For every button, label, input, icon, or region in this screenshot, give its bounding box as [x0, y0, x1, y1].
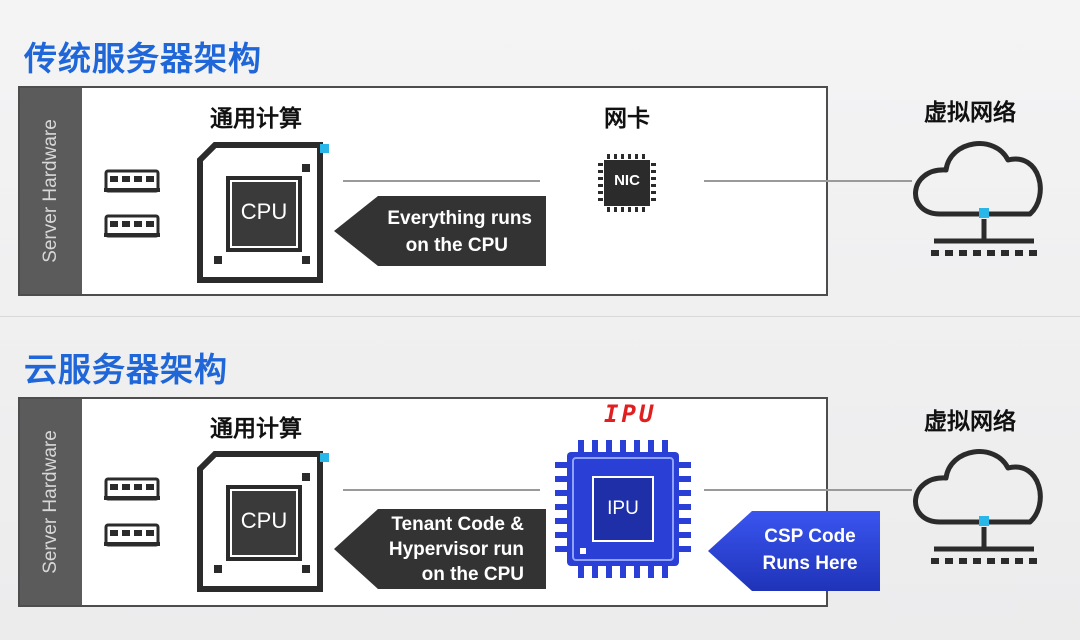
- ipu-chip-icon: [555, 440, 691, 578]
- ipu-chip-label: IPU: [607, 498, 639, 519]
- ram-module-icon: [104, 523, 160, 547]
- virtual-network-label: 虚拟网络: [924, 409, 1016, 435]
- tenant-code-arrow: [334, 509, 546, 589]
- general-compute-label: 通用计算: [210, 106, 302, 132]
- csp-code-arrow: [708, 511, 880, 591]
- section-divider: [0, 316, 1080, 317]
- general-compute-label: 通用计算: [210, 416, 302, 442]
- everything-runs-text: Everything runs on the CPU: [387, 205, 532, 259]
- cpu-chip-label: CPU: [240, 199, 288, 224]
- server-hardware-bar: Server Hardware: [20, 88, 82, 294]
- cpu-chip-icon: [197, 451, 329, 592]
- nic-chip-icon: [598, 154, 656, 212]
- cloud-architecture-title: 云服务器架构: [24, 350, 228, 389]
- virtual-network-label: 虚拟网络: [924, 100, 1016, 126]
- nic-section-label: 网卡: [604, 106, 650, 132]
- arrow-text-line: Runs Here: [762, 553, 858, 574]
- ipu-handwritten-label: IPU: [604, 400, 657, 428]
- everything-runs-arrow: [334, 196, 546, 266]
- ram-module-icon: [104, 214, 160, 238]
- cpu-chip-label: CPU: [240, 508, 288, 533]
- arrow-text-line: on the CPU: [405, 235, 508, 256]
- traditional-server-panel: Server Hardware: [18, 86, 828, 296]
- arrow-text-line: CSP Code: [764, 526, 856, 547]
- cloud-network-icon: [913, 141, 1043, 256]
- tenant-code-text: Tenant Code & Hypervisor run on the CPU: [389, 512, 524, 587]
- arrow-text-line: Tenant Code &: [391, 514, 524, 535]
- arrow-text-line: on the CPU: [421, 564, 524, 585]
- cpu-chip-icon: [197, 142, 329, 283]
- server-hardware-bar: Server Hardware: [20, 399, 82, 605]
- ram-module-icon: [104, 169, 160, 193]
- ram-module-icon: [104, 477, 160, 501]
- nic-chip-label: NIC: [614, 172, 640, 189]
- arrow-text-line: Hypervisor run: [388, 539, 524, 560]
- cloud-network-icon: [913, 449, 1043, 564]
- csp-code-text: CSP Code Runs Here: [752, 523, 868, 577]
- traditional-architecture-title: 传统服务器架构: [24, 39, 262, 78]
- arrow-text-line: Everything runs: [387, 208, 532, 229]
